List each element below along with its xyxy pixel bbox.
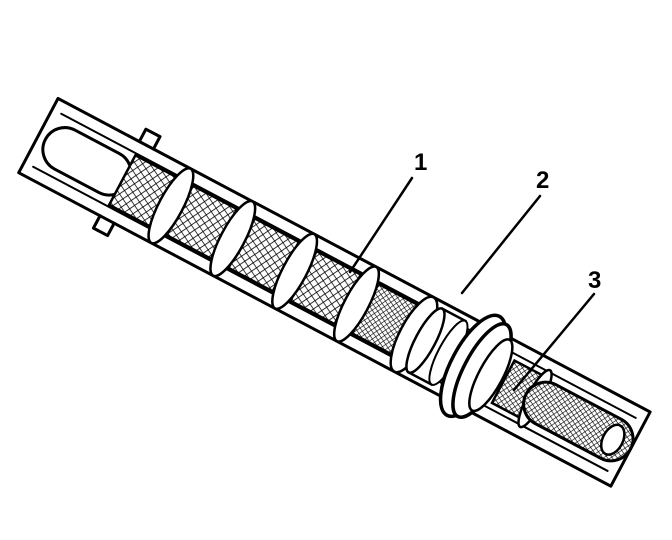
callout-label-1: 1 bbox=[414, 149, 427, 176]
callout-leaders bbox=[348, 176, 596, 392]
callout-leader-3 bbox=[512, 292, 596, 392]
outlet-screen bbox=[490, 358, 635, 463]
callout-leader-1 bbox=[348, 176, 414, 274]
callout-label-2: 2 bbox=[536, 167, 549, 194]
o-ring-seal bbox=[438, 313, 514, 419]
mesh-screen-segments bbox=[107, 153, 469, 387]
callout-leader-2 bbox=[460, 194, 542, 295]
callout-labels: 1 2 3 bbox=[414, 149, 601, 294]
callout-label-3: 3 bbox=[588, 267, 601, 294]
